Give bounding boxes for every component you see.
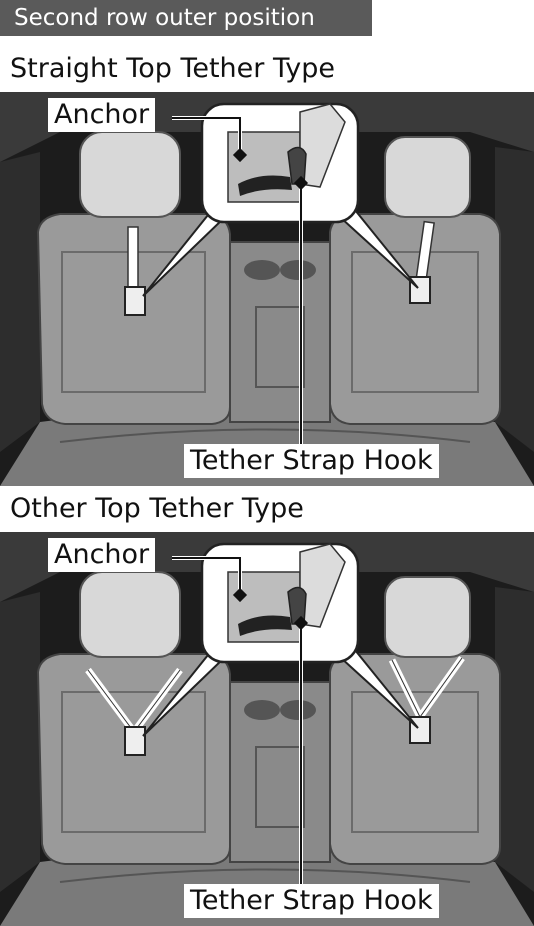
cupholder-right [280, 260, 316, 280]
callout-hook [287, 586, 307, 625]
cushion-seam [59, 868, 471, 883]
left-seatback-panel [61, 691, 206, 833]
left-tether-strap [127, 226, 139, 293]
anchor-label: Anchor [48, 538, 156, 572]
callout-hook [287, 146, 307, 185]
left-headrest [79, 571, 181, 658]
cupholder-left [244, 700, 280, 720]
cupholder-left [244, 260, 280, 280]
left-trim [0, 152, 40, 452]
tether-strap-hook-label: Tether Strap Hook [184, 444, 439, 478]
center-panel [255, 306, 305, 388]
anchor-leader-line [172, 557, 241, 594]
callout-anchor-slot [238, 615, 292, 636]
left-headrest [79, 131, 181, 218]
hook-leader-marker [293, 175, 309, 191]
right-trim [495, 147, 534, 452]
right-seatback-panel [351, 251, 479, 393]
right-headrest [384, 576, 471, 658]
left-trim [0, 592, 40, 892]
left-seatback-panel [61, 251, 206, 393]
cushion-seam [59, 428, 471, 443]
tether-strap-hook-label: Tether Strap Hook [184, 884, 439, 918]
hook-leader-marker [293, 615, 309, 631]
anchor-leader-marker [232, 587, 248, 603]
center-panel [255, 746, 305, 828]
right-headrest [384, 136, 471, 218]
anchor-label: Anchor [48, 98, 156, 132]
anchor-leader-line [172, 117, 241, 154]
section-title-other: Other Top Tether Type [10, 493, 304, 524]
seat-scene [0, 532, 534, 926]
cupholder-right [280, 700, 316, 720]
callout-anchor-slot [238, 175, 292, 196]
section-tag: Second row outer position [0, 0, 372, 36]
section-title-straight: Straight Top Tether Type [10, 53, 335, 84]
left-tether-hook [124, 726, 146, 756]
left-tether-hook [124, 286, 146, 316]
right-trim [495, 587, 534, 892]
seat-scene [0, 92, 534, 486]
